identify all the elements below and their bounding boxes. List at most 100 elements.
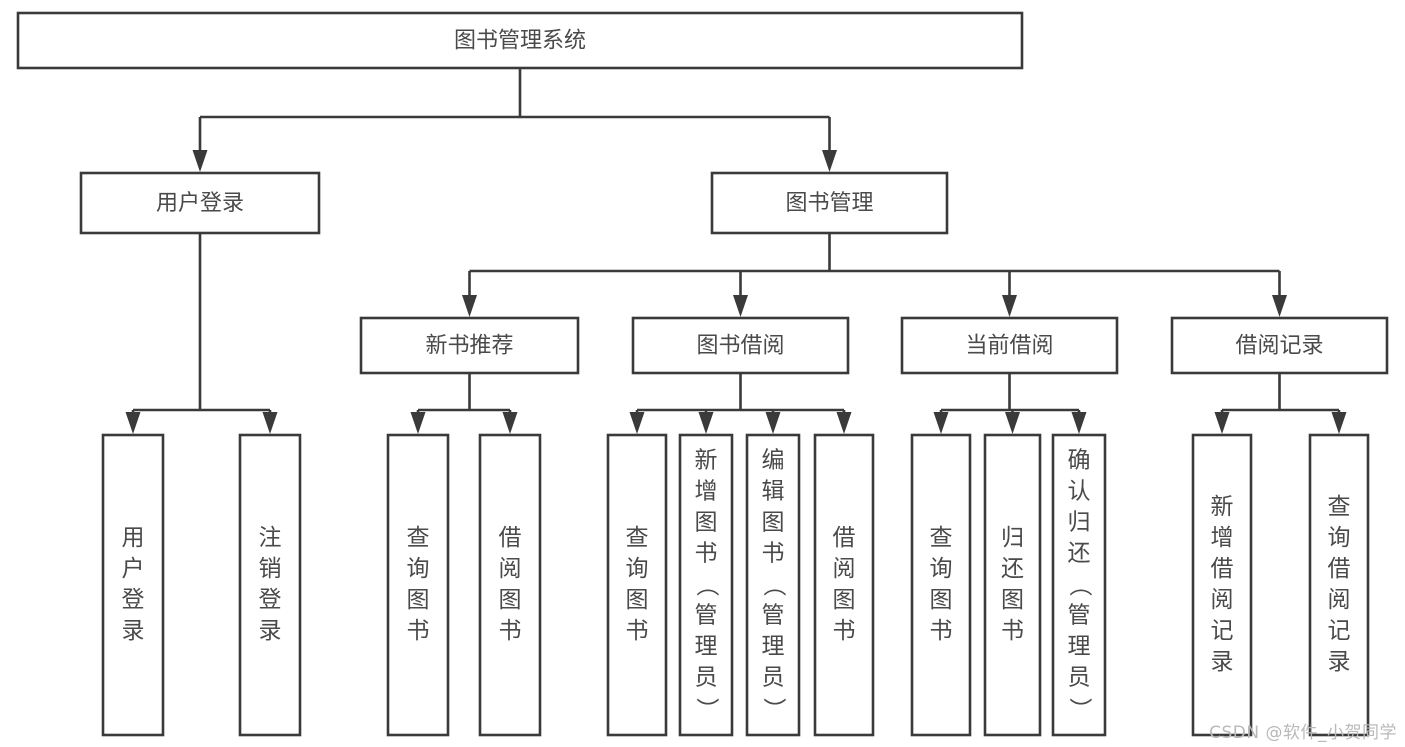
node-label-leaf-query-book-c-char-0: 查 bbox=[930, 525, 953, 551]
node-label-leaf-return-book-char-3: 书 bbox=[1001, 618, 1024, 644]
node-label-leaf-borrow-book-b-char-3: 书 bbox=[833, 618, 856, 644]
arrowhead-leaf-edit-book-admin bbox=[765, 412, 781, 434]
node-label-leaf-edit-book-admin-char-4: （ bbox=[761, 574, 787, 597]
node-label-leaf-query-book-b-char-2: 图 bbox=[626, 587, 649, 613]
watermark-label: CSDN @软件_小贺同学 bbox=[1209, 723, 1397, 743]
node-box-leaf-user-login[interactable] bbox=[101, 433, 165, 737]
node-label-leaf-query-book-rec-char-2: 图 bbox=[407, 587, 430, 613]
node-label-leaf-query-book-c-char-1: 询 bbox=[930, 556, 953, 582]
node-label-leaf-edit-book-admin-char-5: 管 bbox=[762, 603, 785, 629]
node-label-leaf-logout-char-1: 销 bbox=[259, 556, 282, 582]
node-label-leaf-confirm-return-admin-char-7: 员 bbox=[1068, 665, 1091, 691]
node-label-leaf-query-record-char-2: 借 bbox=[1328, 556, 1351, 582]
node-box-user-login[interactable] bbox=[79, 171, 321, 235]
node-label-leaf-return-book-char-0: 归 bbox=[1001, 525, 1024, 551]
node-label-leaf-edit-book-admin-char-8: ） bbox=[761, 698, 787, 721]
node-label-leaf-query-book-rec-char-3: 书 bbox=[407, 618, 430, 644]
node-box-leaf-confirm-return-admin[interactable] bbox=[1051, 433, 1107, 737]
node-label-leaf-user-login-char-3: 录 bbox=[122, 618, 145, 644]
arrowhead-leaf-query-book-rec bbox=[410, 412, 426, 434]
node-label-leaf-edit-book-admin-char-6: 理 bbox=[762, 634, 785, 660]
node-label-leaf-confirm-return-admin-char-5: 管 bbox=[1068, 603, 1091, 629]
node-label-user-login: 用户登录 bbox=[156, 191, 244, 216]
arrowhead-leaf-borrow-book-rec bbox=[502, 412, 518, 434]
node-box-new-book-rec[interactable] bbox=[359, 316, 580, 375]
node-box-book-borrow[interactable] bbox=[631, 316, 850, 375]
arrowhead-leaf-add-record bbox=[1214, 412, 1230, 434]
node-label-leaf-add-book-admin-char-4: （ bbox=[694, 574, 720, 597]
node-book-borrow[interactable]: 图书借阅 bbox=[631, 316, 850, 375]
node-label-leaf-logout-char-2: 登 bbox=[259, 587, 282, 613]
node-label-leaf-query-book-c-char-3: 书 bbox=[930, 618, 953, 644]
node-user-login[interactable]: 用户登录 bbox=[79, 171, 321, 235]
node-label-leaf-query-book-c-char-2: 图 bbox=[930, 587, 953, 613]
node-box-current-borrow[interactable] bbox=[900, 316, 1119, 375]
node-box-leaf-query-record[interactable] bbox=[1308, 433, 1370, 737]
node-label-current-borrow: 当前借阅 bbox=[965, 334, 1053, 359]
node-label-leaf-confirm-return-admin-char-8: ） bbox=[1067, 698, 1093, 721]
node-label-leaf-add-book-admin-char-5: 管 bbox=[695, 603, 718, 629]
node-current-borrow[interactable]: 当前借阅 bbox=[900, 316, 1119, 375]
node-box-leaf-add-book-admin[interactable] bbox=[678, 433, 734, 737]
node-label-book-borrow: 图书借阅 bbox=[696, 334, 784, 359]
node-borrow-record[interactable]: 借阅记录 bbox=[1170, 316, 1389, 375]
node-box-leaf-borrow-book-rec[interactable] bbox=[478, 433, 542, 737]
node-label-root: 图书管理系统 bbox=[454, 29, 586, 54]
node-label-leaf-add-record-char-2: 借 bbox=[1211, 556, 1234, 582]
node-label-leaf-query-book-rec-char-0: 查 bbox=[407, 525, 430, 551]
node-box-leaf-query-book-c[interactable] bbox=[910, 433, 972, 737]
node-box-leaf-borrow-book-b[interactable] bbox=[813, 433, 875, 737]
node-box-book-manage[interactable] bbox=[710, 171, 949, 235]
node-layer: 图书管理系统用户登录图书管理新书推荐图书借阅当前借阅借阅记录用户登录注销登录查询… bbox=[16, 11, 1389, 737]
node-label-leaf-query-book-b-char-0: 查 bbox=[626, 525, 649, 551]
node-label-leaf-query-book-rec-char-1: 询 bbox=[407, 556, 430, 582]
node-label-leaf-edit-book-admin-char-2: 图 bbox=[762, 510, 785, 536]
node-label-leaf-confirm-return-admin-char-3: 还 bbox=[1068, 541, 1091, 567]
node-label-leaf-add-record-char-1: 增 bbox=[1211, 525, 1234, 551]
node-box-leaf-logout[interactable] bbox=[238, 433, 302, 737]
node-label-leaf-add-book-admin-char-7: 员 bbox=[695, 665, 718, 691]
node-label-borrow-record: 借阅记录 bbox=[1235, 334, 1323, 359]
node-label-new-book-rec: 新书推荐 bbox=[425, 334, 513, 359]
node-label-leaf-confirm-return-admin-char-4: （ bbox=[1067, 574, 1093, 597]
node-label-leaf-add-record-char-3: 阅 bbox=[1211, 587, 1234, 613]
node-box-leaf-edit-book-admin[interactable] bbox=[745, 433, 801, 737]
node-label-leaf-borrow-book-rec-char-0: 借 bbox=[499, 525, 522, 551]
node-label-leaf-borrow-book-rec-char-2: 图 bbox=[499, 587, 522, 613]
node-label-leaf-query-book-b-char-3: 书 bbox=[626, 618, 649, 644]
arrowhead-leaf-logout bbox=[262, 412, 278, 434]
arrowhead-book-manage bbox=[822, 150, 837, 172]
node-label-leaf-query-book-b-char-1: 询 bbox=[626, 556, 649, 582]
arrowhead-user-login bbox=[192, 150, 208, 172]
node-root[interactable]: 图书管理系统 bbox=[16, 11, 1024, 70]
arrowhead-new-book-rec bbox=[462, 295, 477, 317]
node-box-leaf-query-book-b[interactable] bbox=[606, 433, 668, 737]
connector-layer bbox=[125, 68, 1347, 434]
node-label-leaf-return-book-char-1: 还 bbox=[1001, 556, 1024, 582]
node-label-leaf-confirm-return-admin-char-2: 归 bbox=[1068, 510, 1091, 536]
node-leaf-user-login[interactable]: 用户登录 bbox=[101, 433, 165, 737]
arrowhead-leaf-add-book-admin bbox=[698, 412, 714, 434]
node-book-manage[interactable]: 图书管理 bbox=[710, 171, 949, 235]
node-box-leaf-query-book-rec[interactable] bbox=[386, 433, 450, 737]
node-box-borrow-record[interactable] bbox=[1170, 316, 1389, 375]
node-label-leaf-confirm-return-admin-char-0: 确 bbox=[1068, 448, 1091, 474]
node-label-leaf-borrow-book-rec-char-3: 书 bbox=[499, 618, 522, 644]
node-box-leaf-add-record[interactable] bbox=[1191, 433, 1253, 737]
node-box-root[interactable] bbox=[16, 11, 1024, 70]
node-box-leaf-return-book[interactable] bbox=[983, 433, 1042, 737]
node-new-book-rec[interactable]: 新书推荐 bbox=[359, 316, 580, 375]
node-label-leaf-add-record-char-4: 记 bbox=[1211, 618, 1234, 644]
